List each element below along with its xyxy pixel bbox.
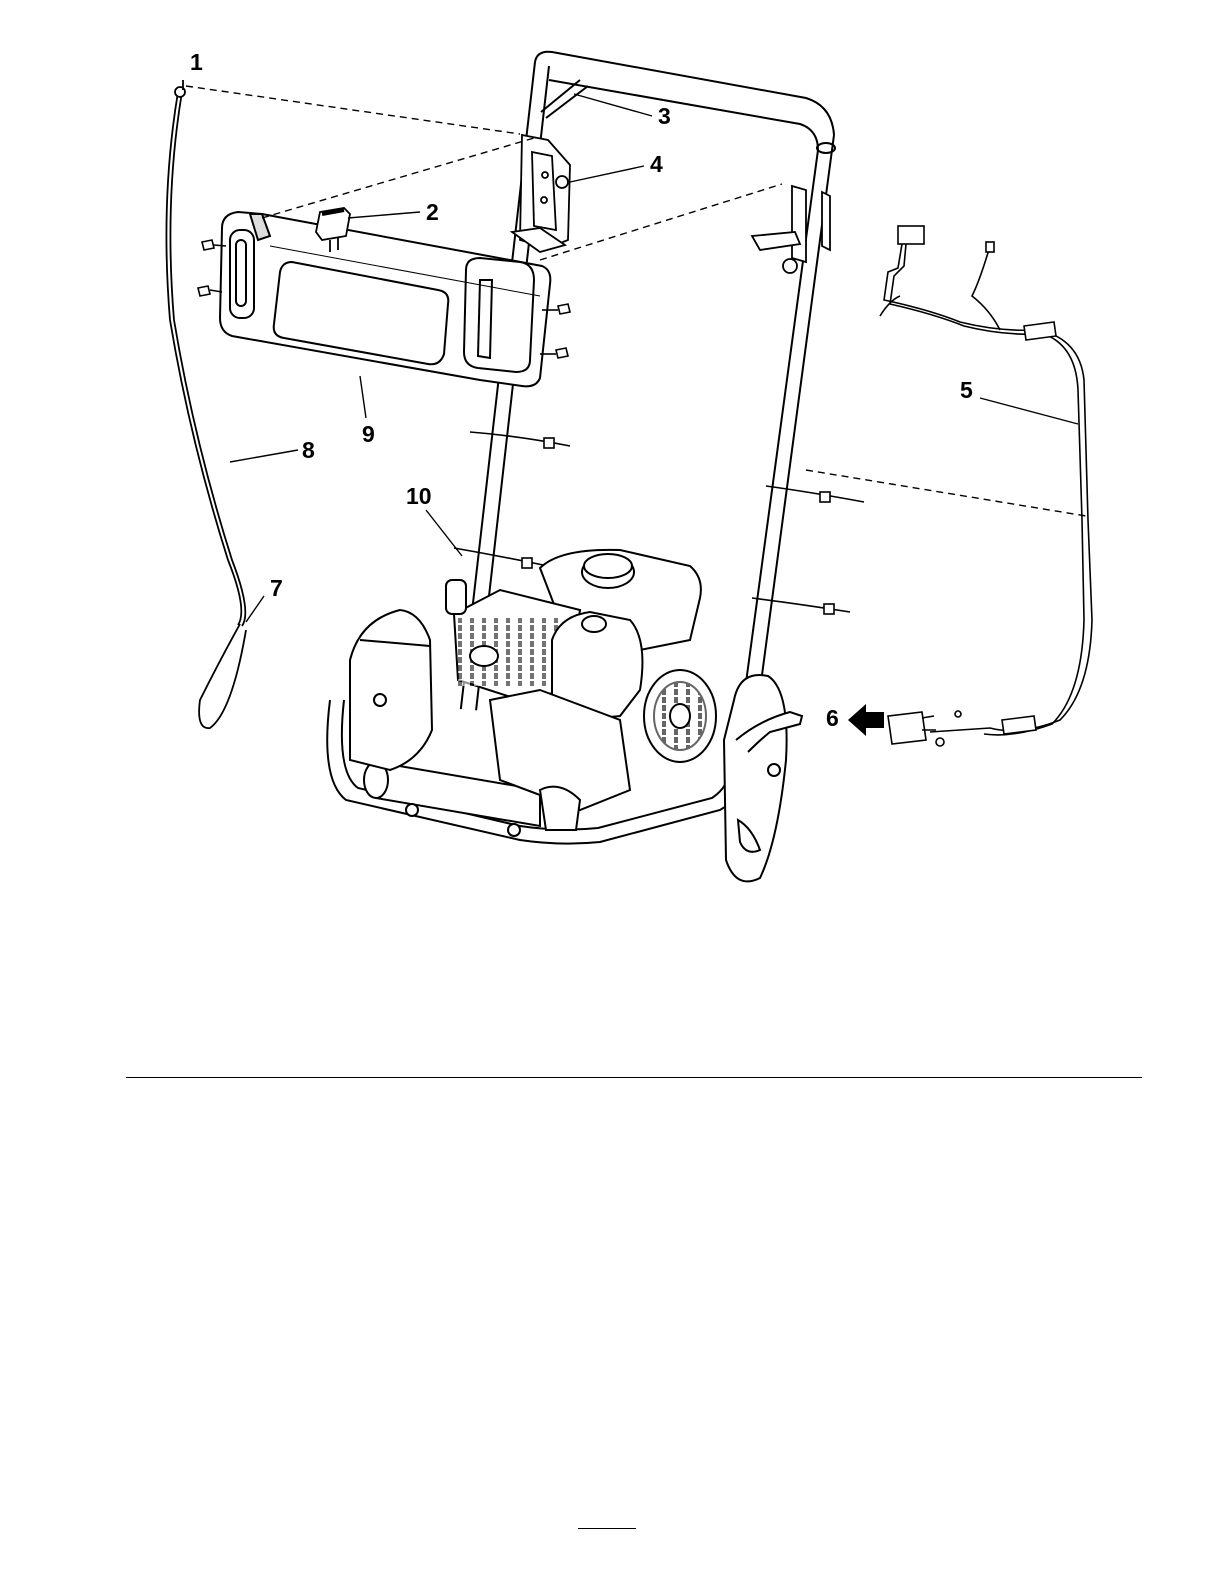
throttle-cable — [166, 80, 246, 728]
callout-9: 9 — [362, 421, 375, 447]
callout-3: 3 — [658, 103, 671, 129]
callout-7: 7 — [270, 575, 283, 601]
callout-5: 5 — [960, 377, 973, 403]
callout-6: 6 — [826, 705, 839, 731]
leader-lines — [186, 86, 1086, 622]
section-divider — [126, 1077, 1142, 1078]
callout-8: 8 — [302, 437, 315, 463]
wire-harness — [880, 226, 1092, 746]
callout-1: 1 — [190, 49, 203, 75]
handle-bracket — [512, 135, 570, 252]
callout-10: 10 — [406, 483, 432, 509]
page-footer-line — [578, 1528, 636, 1529]
control-panel — [220, 212, 550, 386]
callout-2: 2 — [426, 199, 439, 225]
callout-4: 4 — [650, 151, 663, 177]
direction-arrow — [848, 704, 884, 736]
